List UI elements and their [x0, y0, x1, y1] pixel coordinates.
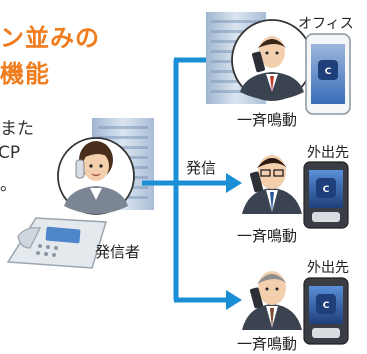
outside-recipient-1-avatar: [242, 155, 302, 214]
caller-avatar: [57, 137, 135, 215]
outside-label-1: 外出先: [307, 145, 349, 161]
body-text-line-2: CP: [0, 143, 21, 163]
svg-text:C: C: [323, 301, 330, 311]
outside-label-2: 外出先: [307, 260, 349, 276]
call-arrows: [142, 57, 228, 303]
desk-phone-icon: [6, 217, 107, 269]
office-smartphone-icon: C: [305, 33, 351, 115]
outside-2-mobile-phone-icon: C: [303, 277, 349, 345]
svg-text:C: C: [325, 67, 332, 77]
svg-text:C: C: [323, 185, 330, 195]
ring-label-3: 一斉鳴動: [237, 335, 298, 353]
ring-label-2: 一斉鳴動: [237, 227, 298, 245]
ring-label-1: 一斉鳴動: [237, 111, 298, 129]
outgoing-call-label: 発信: [186, 159, 217, 177]
office-label: オフィス: [298, 16, 354, 32]
body-text-line-1: また: [0, 119, 34, 139]
outside-recipient-2-avatar: [242, 271, 302, 330]
caller-label: 発信者: [95, 243, 141, 261]
body-text-line-3: 。: [0, 175, 17, 195]
headline-line-1: ン並みの: [0, 24, 100, 52]
outside-1-mobile-phone-icon: C: [303, 161, 349, 229]
headline-line-2: 機能: [0, 60, 50, 88]
